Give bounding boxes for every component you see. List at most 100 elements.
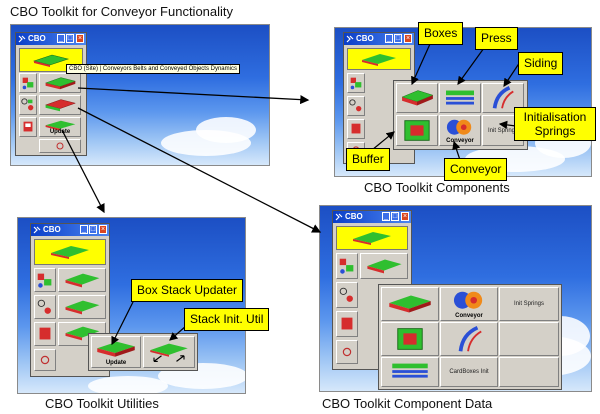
window-titlebar[interactable]: CBO _ □ × <box>344 33 414 45</box>
close-button[interactable]: × <box>404 34 412 43</box>
sidebar-icon-components[interactable] <box>34 268 56 292</box>
callout-stack-init-util: Stack Init. Util <box>184 308 270 331</box>
conveyor-drum-icon <box>446 119 472 135</box>
sidebar-icon-data[interactable] <box>347 96 365 116</box>
maximize-button[interactable]: □ <box>391 212 399 221</box>
conveyor-belt-icon <box>51 246 89 259</box>
window-titlebar[interactable]: CBO _ □ × <box>333 211 411 223</box>
maximize-button[interactable]: □ <box>394 34 402 43</box>
pointer-siding <box>503 61 521 87</box>
minimize-button[interactable]: _ <box>80 225 88 234</box>
cbo-logo-icon <box>335 213 343 221</box>
conveyor-data-icon <box>65 300 100 315</box>
arrow-to-utilities <box>61 129 105 214</box>
conveyor-header-button[interactable] <box>336 226 408 250</box>
pointer-box-stack-updater <box>111 299 135 346</box>
data-icon <box>339 287 353 302</box>
caption-toolkit-utilities: CBO Toolkit Utilities <box>45 396 159 411</box>
conveyor-data-button[interactable]: Conveyor <box>440 287 498 321</box>
refresh-icon <box>56 142 64 150</box>
sidebar-icon-utilities[interactable] <box>19 117 37 137</box>
minimize-button[interactable]: _ <box>382 212 390 221</box>
sidebar-icon-components[interactable] <box>336 253 358 279</box>
conveyor-box-icon <box>367 259 402 274</box>
sidebar-icon-utilities[interactable] <box>347 119 365 139</box>
caption-conveyor-functionality: CBO Toolkit for Conveyor Functionality <box>10 4 234 19</box>
components-button[interactable] <box>360 253 408 279</box>
toolbar-tooltip: CBO (Site) | Conveyors Belts and Conveye… <box>66 64 240 74</box>
cbo-logo-icon <box>346 35 354 43</box>
close-button[interactable]: × <box>99 225 107 234</box>
conveyor-header-button[interactable] <box>19 48 83 72</box>
conveyor-data-icon <box>44 99 77 112</box>
stack-init-icon <box>150 343 188 362</box>
callout-buffer: Buffer <box>346 148 390 171</box>
buffer-icon <box>404 120 430 141</box>
cbo-window: CBO _ □ × Update <box>15 32 87 156</box>
conveyor-box-icon <box>65 273 100 288</box>
screenshot-main-toolbar: CBO _ □ × Update CBO (Site) | <box>10 24 270 166</box>
pointer-press <box>457 47 485 85</box>
utilities-icon <box>341 317 353 330</box>
component-data-button[interactable] <box>39 95 81 115</box>
init-springs-data-button[interactable]: Init Springs <box>499 287 559 321</box>
sidebar-icon-refresh[interactable] <box>336 340 358 364</box>
update-button[interactable]: Update <box>39 117 81 137</box>
screenshot-component-data: CBO _ □ × Conveyor <box>319 205 592 392</box>
cardboxes-init-button[interactable]: CardBoxes Init <box>440 357 498 387</box>
conveyor-header-button[interactable] <box>34 239 106 265</box>
components-icon <box>22 77 34 90</box>
sidebar-icon-components[interactable] <box>347 73 365 93</box>
utilities-icon <box>23 121 33 132</box>
sidebar-icon-utilities[interactable] <box>34 322 56 346</box>
boxes-button[interactable] <box>396 83 438 113</box>
sidebar-icon-refresh[interactable] <box>34 349 56 371</box>
pointer-init-springs <box>498 120 517 130</box>
empty-data-cell <box>499 357 559 387</box>
components-button[interactable] <box>39 73 81 93</box>
press-data-button[interactable] <box>381 357 439 387</box>
components-icon <box>37 273 52 288</box>
siding-data-button[interactable] <box>440 322 498 356</box>
init-springs-label: Init Springs <box>487 127 518 134</box>
pointer-conveyor <box>452 140 461 161</box>
sidebar-icon-data[interactable] <box>34 295 56 319</box>
components-button[interactable] <box>58 268 106 292</box>
buffer-button[interactable] <box>396 115 438 146</box>
buffer-data-icon <box>397 328 423 350</box>
siding-data-icon <box>458 325 482 352</box>
buffer-data-button[interactable] <box>381 322 439 356</box>
data-icon <box>37 299 51 314</box>
maximize-button[interactable]: □ <box>66 34 74 43</box>
sidebar-icon-components[interactable] <box>19 73 37 93</box>
window-titlebar[interactable]: CBO _ □ × <box>16 33 86 45</box>
component-data-flyout: Conveyor Init Springs CardBoxes Init <box>378 284 562 390</box>
close-button[interactable]: × <box>76 34 84 43</box>
boxes-data-button[interactable] <box>381 287 439 321</box>
window-titlebar[interactable]: CBO _ □ × <box>31 224 109 236</box>
data-icon <box>349 99 362 112</box>
sidebar-icon-data[interactable] <box>19 95 37 115</box>
component-data-button[interactable] <box>58 295 106 319</box>
box-stack-update-icon <box>97 341 135 357</box>
press-button[interactable] <box>439 83 481 113</box>
conveyor-header-button[interactable] <box>347 48 411 70</box>
utilities-icon <box>351 123 361 134</box>
empty-data-cell <box>499 322 559 356</box>
callout-boxes: Boxes <box>418 22 464 45</box>
pointer-stack-init-util <box>169 325 187 341</box>
sidebar-icon-data[interactable] <box>336 282 358 308</box>
arrow-to-component-data <box>77 107 322 233</box>
stack-init-util-button[interactable] <box>143 336 195 368</box>
minimize-button[interactable]: _ <box>57 34 65 43</box>
maximize-button[interactable]: □ <box>89 225 97 234</box>
refresh-icon <box>342 347 352 357</box>
utilities-conveyor-icon <box>65 326 100 341</box>
refresh-button[interactable] <box>39 139 81 153</box>
arrow-to-components <box>77 87 310 105</box>
caption-toolkit-components: CBO Toolkit Components <box>364 180 510 195</box>
close-button[interactable]: × <box>401 212 409 221</box>
sidebar-icon-utilities[interactable] <box>336 311 358 337</box>
minimize-button[interactable]: _ <box>385 34 393 43</box>
